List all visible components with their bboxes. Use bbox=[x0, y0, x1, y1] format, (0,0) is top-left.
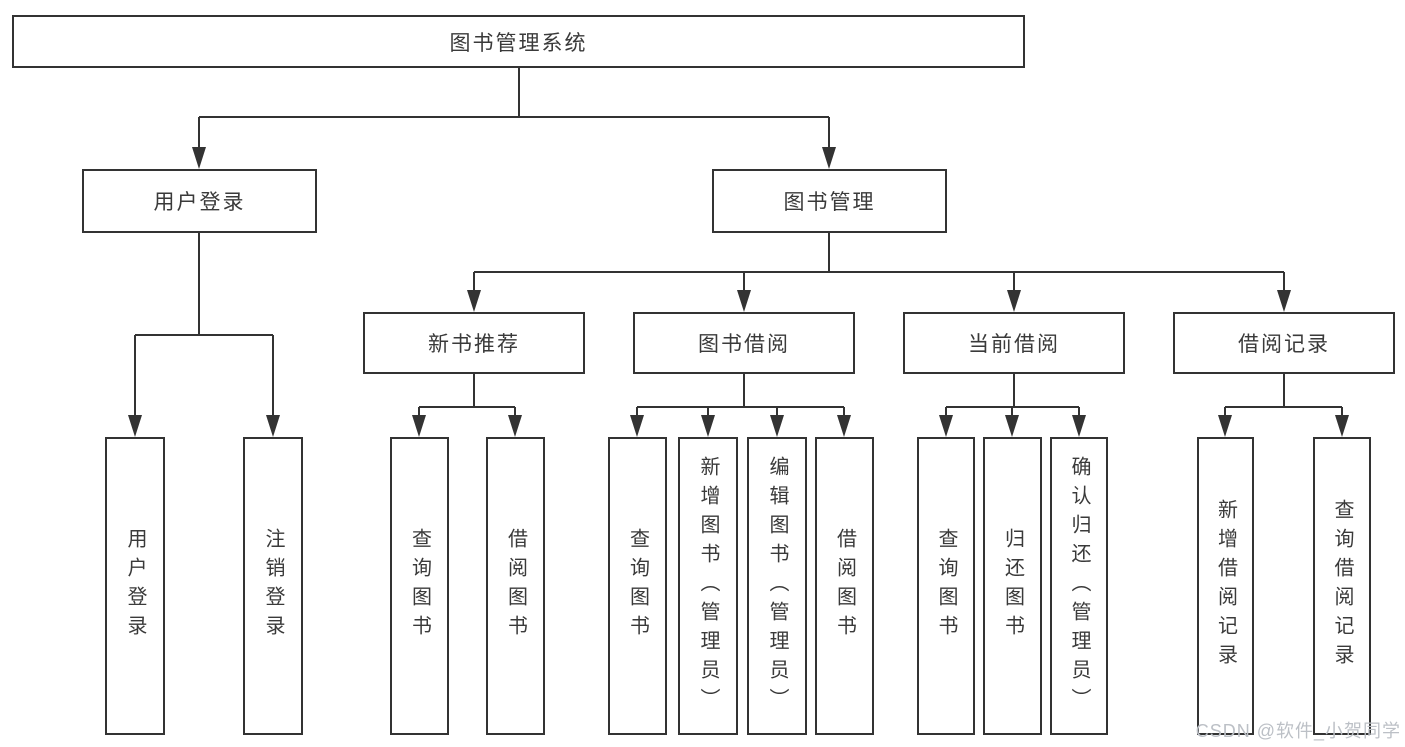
connector-bookborrow-to-leaves bbox=[636, 374, 845, 418]
node-user-login-label: 用户登录 bbox=[153, 191, 246, 214]
node-root-label: 图书管理系统 bbox=[449, 31, 588, 55]
node-book-borrow-label: 图书借阅 bbox=[698, 333, 790, 356]
node-book-borrow: 图书借阅 bbox=[633, 312, 855, 374]
node-new-book-recommend-label: 新书推荐 bbox=[428, 333, 520, 356]
leaf-record-add: 新增借阅记录 bbox=[1197, 437, 1254, 735]
leaf-borrow-query-book-label: 查询图书 bbox=[626, 528, 649, 644]
node-current-borrow: 当前借阅 bbox=[903, 312, 1125, 374]
leaf-current-return-book-label: 归还图书 bbox=[1001, 528, 1024, 644]
arrowheads bbox=[128, 147, 1349, 437]
leaf-current-query-book: 查询图书 bbox=[917, 437, 975, 735]
connector-root-to-level1 bbox=[198, 68, 830, 150]
leaf-borrow-add-book-label: 新增图书（管理员） bbox=[697, 455, 719, 717]
leaf-rec-query-book-label: 查询图书 bbox=[408, 528, 431, 644]
leaf-current-query-book-label: 查询图书 bbox=[935, 528, 957, 644]
leaf-user-login: 用户登录 bbox=[105, 437, 165, 735]
node-book-management: 图书管理 bbox=[712, 169, 947, 233]
leaf-logout-label: 注销登录 bbox=[262, 528, 284, 644]
connector-newbookrec-to-leaves bbox=[418, 374, 516, 418]
leaf-borrow-borrow-book-label: 借阅图书 bbox=[833, 528, 856, 644]
leaf-current-confirm-return-label: 确认归还（管理员） bbox=[1068, 455, 1090, 717]
node-user-login: 用户登录 bbox=[82, 169, 317, 233]
leaf-logout: 注销登录 bbox=[243, 437, 303, 735]
leaf-borrow-borrow-book: 借阅图书 bbox=[815, 437, 874, 735]
leaf-rec-query-book: 查询图书 bbox=[390, 437, 449, 735]
node-new-book-recommend: 新书推荐 bbox=[363, 312, 585, 374]
leaf-user-login-label: 用户登录 bbox=[124, 528, 146, 644]
connector-currentborrow-to-leaves bbox=[945, 374, 1080, 418]
connector-userlogin-to-leaves bbox=[134, 233, 274, 418]
node-book-management-label: 图书管理 bbox=[783, 191, 876, 214]
leaf-rec-borrow-book-label: 借阅图书 bbox=[504, 528, 527, 644]
csdn-watermark: CSDN @软件_小贺同学 bbox=[1195, 721, 1401, 741]
leaf-record-add-label: 新增借阅记录 bbox=[1214, 499, 1237, 673]
leaf-rec-borrow-book: 借阅图书 bbox=[486, 437, 545, 735]
leaf-borrow-edit-book: 编辑图书（管理员） bbox=[747, 437, 807, 735]
connector-borrowrecord-to-leaves bbox=[1224, 374, 1343, 418]
leaf-borrow-add-book: 新增图书（管理员） bbox=[678, 437, 738, 735]
node-borrow-record: 借阅记录 bbox=[1173, 312, 1395, 374]
leaf-current-confirm-return: 确认归还（管理员） bbox=[1050, 437, 1108, 735]
leaf-record-query: 查询借阅记录 bbox=[1313, 437, 1371, 735]
node-current-borrow-label: 当前借阅 bbox=[968, 333, 1060, 356]
node-root: 图书管理系统 bbox=[12, 15, 1025, 68]
leaf-borrow-edit-book-label: 编辑图书（管理员） bbox=[766, 455, 788, 717]
leaf-current-return-book: 归还图书 bbox=[983, 437, 1042, 735]
leaf-record-query-label: 查询借阅记录 bbox=[1331, 499, 1353, 673]
leaf-borrow-query-book: 查询图书 bbox=[608, 437, 667, 735]
node-borrow-record-label: 借阅记录 bbox=[1238, 333, 1330, 356]
connector-bookmgmt-to-level3 bbox=[473, 233, 1285, 293]
